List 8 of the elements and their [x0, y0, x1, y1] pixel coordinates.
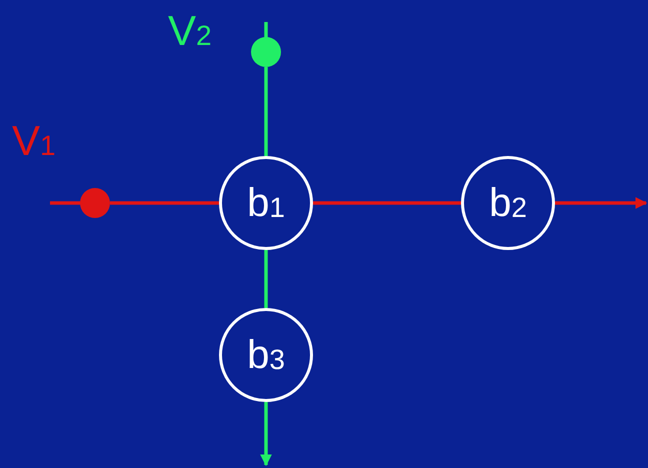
connector-line: [264, 250, 268, 308]
connector-line: [313, 201, 461, 205]
connector-line: [264, 67, 268, 156]
input-dot: [80, 188, 110, 218]
connector-line: [110, 201, 219, 205]
connector-line: [555, 197, 648, 209]
connector-line: [260, 402, 272, 466]
input-dot: [251, 37, 281, 67]
